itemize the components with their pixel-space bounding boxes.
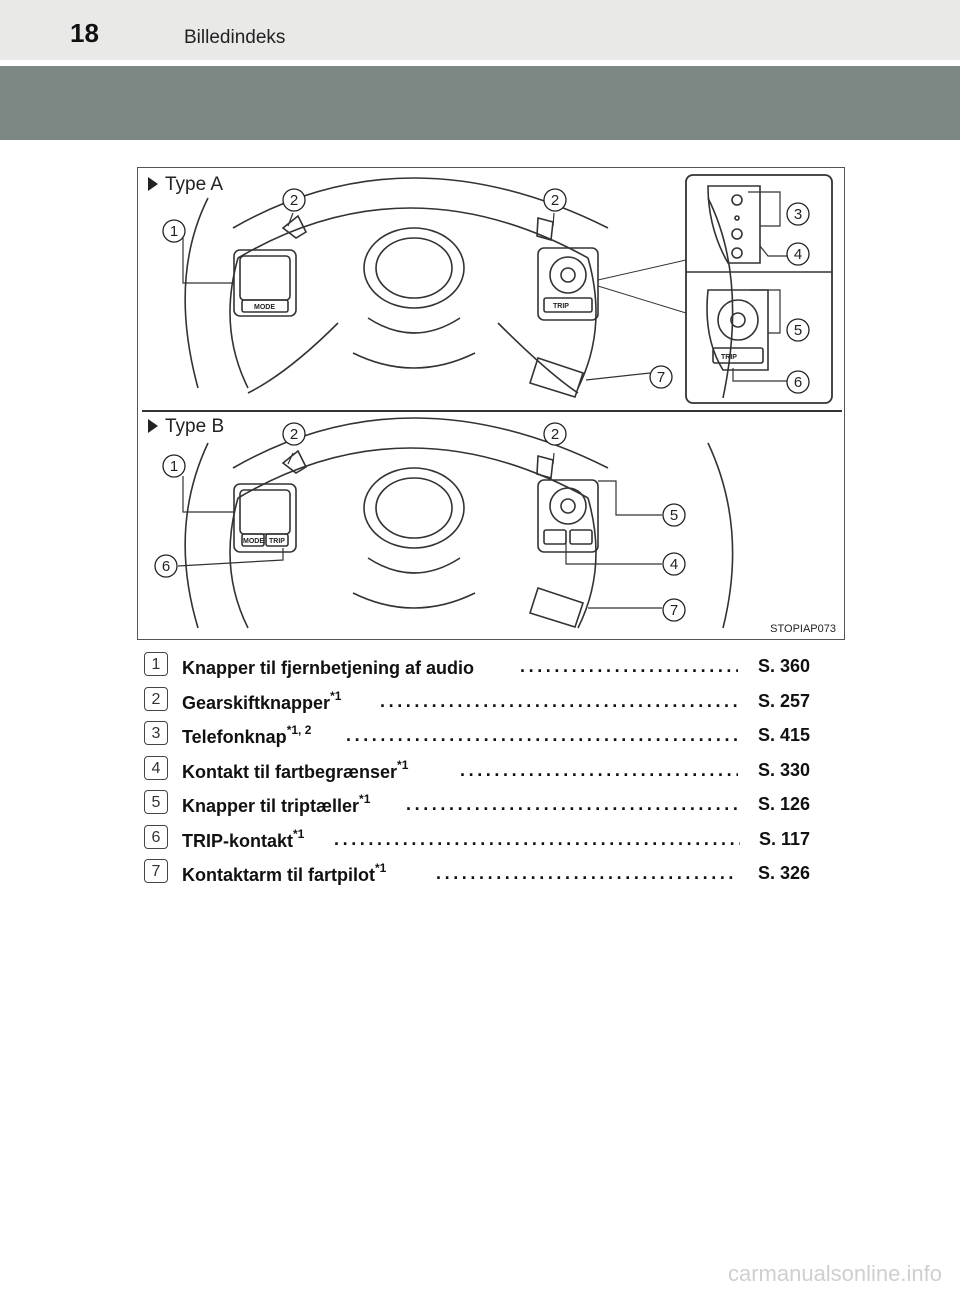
page-reference: S. 415 — [757, 725, 810, 745]
svg-text:7: 7 — [670, 602, 678, 619]
item-number: 2 — [144, 686, 168, 711]
item-number: 3 — [144, 721, 168, 745]
header-band — [0, 66, 960, 140]
item-label: Kontaktarm til fartpilot*1 — [182, 861, 387, 885]
list-item: 6 TRIP-kontakt*1 .......................… — [144, 824, 824, 860]
trip-button-text-b: TRIP — [269, 538, 285, 545]
wheel-rim-top-b — [237, 447, 589, 499]
svg-text:7: 7 — [657, 369, 665, 386]
page-reference: S. 326 — [757, 863, 810, 883]
triangle-marker-icon — [148, 177, 158, 191]
item-label: Knapper til triptæller*1 — [182, 792, 371, 816]
list-item: 3 Telefonknap*1, 2 .....................… — [144, 721, 824, 756]
page-reference: S. 360 — [757, 656, 810, 676]
legend-list: 1 Knapper til fjernbetjening af audio ..… — [144, 652, 824, 894]
inset-box-a — [685, 174, 833, 404]
page-reference: S. 126 — [757, 794, 810, 814]
watermark: carmanualsonline.info — [727, 1261, 942, 1286]
steering-wheel-illustration: 1 2 2 3 4 5 6 7 1 2 2 5 6 4 7 MODE TRIP TRIP MODE… — [142, 174, 842, 629]
svg-text:2: 2 — [290, 192, 298, 209]
svg-text:1: 1 — [170, 458, 178, 475]
steering-wheel-figure: 1 2 2 3 4 5 6 7 1 2 2 5 6 4 7 MODE TRIP TRIP MODE… — [137, 167, 845, 640]
mode-button-text-b: MODE — [243, 538, 264, 545]
svg-text:4: 4 — [794, 246, 802, 263]
list-item: 4 Kontakt til fartbegrænser*1 ..........… — [144, 755, 824, 791]
item-number: 5 — [144, 790, 168, 814]
page-number: 18 — [70, 18, 99, 48]
item-number: 7 — [144, 859, 168, 883]
svg-text:1: 1 — [170, 223, 178, 240]
item-number: 4 — [144, 755, 168, 780]
page-reference: S. 257 — [757, 690, 810, 711]
mode-button-text-a: MODE — [254, 304, 275, 311]
list-item: 5 Knapper til triptæller*1 .............… — [144, 790, 824, 825]
page-reference: S. 117 — [758, 828, 810, 849]
list-item: 7 Kontaktarm til fartpilot*1 ...........… — [144, 859, 824, 894]
airbag-a — [363, 227, 465, 309]
trip-button-text-a: TRIP — [553, 303, 569, 310]
dash-arc-left-a — [184, 197, 209, 389]
figure-code: STOPIAP073 — [770, 623, 836, 635]
list-item: 1 Knapper til fjernbetjening af audio ..… — [144, 652, 824, 687]
dash-arc-right-a — [707, 197, 734, 399]
svg-text:6: 6 — [162, 558, 170, 575]
item-number: 6 — [144, 824, 168, 849]
type-a-label: Type A — [148, 174, 223, 196]
right-pad-a — [537, 247, 599, 321]
trip-button-text-inset: TRIP — [721, 354, 737, 361]
list-item: 2 Gearskiftknapper*1 ...................… — [144, 686, 824, 722]
svg-text:2: 2 — [551, 192, 559, 209]
item-label: TRIP-kontakt*1 — [182, 826, 305, 851]
cruise-stalk-b — [528, 586, 585, 628]
page-reference: S. 330 — [757, 759, 810, 780]
svg-text:2: 2 — [290, 426, 298, 443]
item-label: Kontakt til fartbegrænser*1 — [182, 757, 409, 782]
item-label: Knapper til fjernbetjening af audio — [182, 658, 475, 678]
page-header: 18 Billedindeks — [0, 0, 960, 60]
item-label: Telefonknap*1, 2 — [182, 723, 312, 747]
svg-text:3: 3 — [794, 206, 802, 223]
svg-text:2: 2 — [551, 426, 559, 443]
svg-text:5: 5 — [670, 507, 678, 524]
item-label: Gearskiftknapper*1 — [182, 688, 342, 713]
left-pad-b — [233, 483, 297, 553]
wheel-rim-top-a — [237, 207, 589, 259]
item-number: 1 — [144, 652, 168, 676]
cruise-stalk-a — [528, 356, 585, 398]
dash-arc-left-b — [184, 442, 209, 629]
right-pad-b — [537, 479, 599, 553]
page-title: Billedindeks — [184, 27, 286, 48]
airbag-b — [363, 467, 465, 549]
svg-text:6: 6 — [794, 374, 802, 391]
type-b-label: Type B — [148, 416, 224, 438]
svg-text:5: 5 — [794, 322, 802, 339]
svg-text:4: 4 — [670, 556, 678, 573]
triangle-marker-icon — [148, 419, 158, 433]
